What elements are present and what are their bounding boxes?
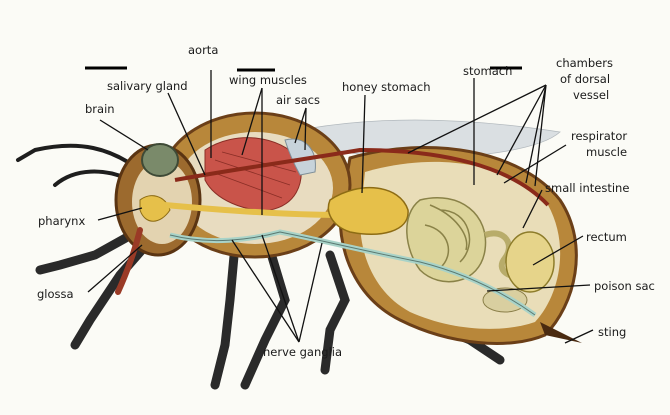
label-poison-sac: poison sac <box>594 279 655 293</box>
label-vessel: vessel <box>573 88 609 102</box>
label-muscle: muscle <box>586 145 627 159</box>
label-small-intestine: small intestine <box>545 181 629 195</box>
label-wing-muscles: wing muscles <box>229 73 307 87</box>
poison-sac-organ <box>483 288 527 312</box>
label-sting: sting <box>598 325 626 339</box>
sting-organ <box>540 322 582 343</box>
rectum-organ <box>506 232 554 292</box>
label-air-sacs: air sacs <box>276 93 320 107</box>
label-pharynx: pharynx <box>38 214 85 228</box>
label-stomach: stomach <box>463 64 512 78</box>
honey-stomach-organ <box>328 188 408 235</box>
label-of-dorsal: of dorsal <box>560 72 610 86</box>
label-honey-stomach: honey stomach <box>342 80 431 94</box>
label-rectum: rectum <box>586 230 627 244</box>
label-glossa: glossa <box>37 287 74 301</box>
label-chambers: chambers <box>556 56 613 70</box>
label-brain: brain <box>85 102 115 116</box>
label-aorta: aorta <box>188 43 218 57</box>
label-respirator: respirator <box>571 129 627 143</box>
label-nerve-ganglia: nerve ganglia <box>263 345 342 359</box>
compound-eye <box>142 144 178 176</box>
label-salivary-gland: salivary gland <box>107 79 188 93</box>
